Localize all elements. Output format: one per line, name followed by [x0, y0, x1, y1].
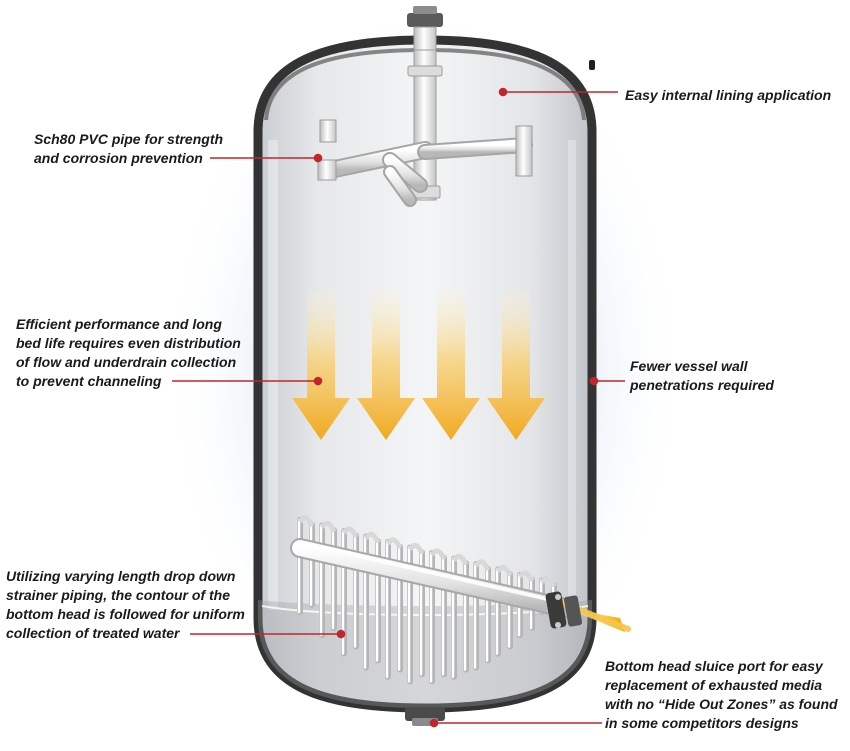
flow-arrow-3: [422, 290, 480, 440]
strainer-lateral-bend: [539, 575, 557, 588]
callout-line: to prevent channeling: [16, 373, 162, 389]
callout-line: Efficient performance and long: [16, 316, 222, 332]
top-nozzle: [407, 6, 443, 54]
strainer-lateral-bend: [429, 548, 447, 561]
strainer-lateral-bend: [341, 526, 359, 539]
strainer-lateral-bend: [495, 564, 513, 577]
flow-arrows: [292, 290, 545, 440]
strainer-lateral-bend: [517, 570, 535, 583]
callout-line: Bottom head sluice port for easy: [605, 658, 823, 674]
flow-arrow-4: [487, 290, 545, 440]
flow-arrow-1: [292, 290, 350, 440]
callout-line: Fewer vessel wall: [630, 358, 748, 374]
flow-arrow-2: [357, 290, 415, 440]
wall-penetration-dot: [589, 60, 595, 70]
vessel-wall-highlight-right: [568, 140, 576, 610]
callout-performance: Efficient performance and long bed life …: [16, 315, 241, 391]
callout-line: bed life requires even distribution: [16, 335, 241, 351]
header-pipe: [290, 538, 575, 618]
strainer-lateral-bend: [473, 559, 491, 572]
callout-pvc: Sch80 PVC pipe for strength and corrosio…: [34, 130, 223, 168]
strainer-lateral-bend: [319, 520, 337, 533]
callout-line: penetrations required: [630, 377, 774, 393]
callout-line: bottom head is followed for uniform: [6, 606, 245, 622]
callout-line: and corrosion prevention: [34, 150, 203, 166]
sluice-port: [545, 591, 631, 632]
callout-lining: Easy internal lining application: [625, 86, 831, 105]
vessel-wall-highlight-left: [268, 140, 278, 610]
callout-line: in some competitors designs: [605, 715, 799, 731]
strainer-lateral-bend: [407, 542, 425, 555]
strainer-lateral-bend: [385, 537, 403, 550]
callout-line: Easy internal lining application: [625, 87, 832, 103]
callout-line: of flow and underdrain collection: [16, 354, 237, 370]
callout-penetrations: Fewer vessel wall penetrations required: [630, 357, 774, 395]
callout-sluice: Bottom head sluice port for easy replace…: [605, 657, 838, 733]
callout-strainer: Utilizing varying length drop down strai…: [6, 567, 245, 643]
callout-line: strainer piping, the contour of the: [6, 587, 230, 603]
distributor-piping: [317, 49, 533, 207]
strainer-lateral-bend: [451, 553, 469, 566]
callout-line: collection of treated water: [6, 625, 180, 641]
strainer-lateral-bend: [297, 515, 315, 528]
callout-line: Utilizing varying length drop down: [6, 568, 236, 584]
leader-lines: [172, 87, 625, 728]
callout-line: with no “Hide Out Zones” as found: [605, 696, 838, 712]
callout-line: replacement of exhausted media: [605, 677, 823, 693]
strainer-lateral-bend: [363, 531, 381, 544]
callout-line: Sch80 PVC pipe for strength: [34, 131, 224, 147]
